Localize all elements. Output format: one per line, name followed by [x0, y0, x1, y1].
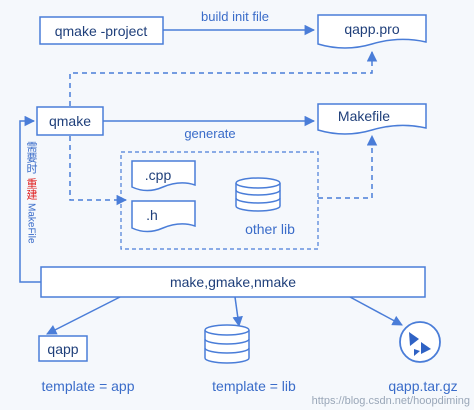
- node-makefile: [317, 103, 427, 135]
- node-other-lib-database-icon: [235, 177, 281, 212]
- edge-sources-to-makefile: [318, 134, 378, 199]
- edge-make-to-app: [46, 296, 121, 335]
- edge-qmake-to-sources: [69, 136, 128, 206]
- node-qmake-project: [39, 16, 164, 45]
- node-qmake: [36, 106, 104, 136]
- edge-qmake-to-pro: [69, 50, 378, 106]
- node-cpp: [131, 160, 196, 192]
- node-qapp-pro-label: qapp.pro: [344, 21, 399, 37]
- edge-label-build-init-file: build init file: [201, 9, 269, 24]
- node-make: [40, 266, 426, 298]
- sources-group: [120, 151, 319, 250]
- edge-label-rebuild-prefix: 需要时: [25, 141, 38, 174]
- edge-rebuild-makefile: [19, 115, 41, 283]
- node-qmake-project-label: qmake -project: [55, 23, 148, 39]
- edge-make-to-lib: [232, 296, 243, 328]
- edge-label-generate: generate: [184, 126, 235, 141]
- output-lib-database-icon: [204, 324, 250, 364]
- edge-make-to-tar: [349, 296, 403, 326]
- node-qapp-pro: [317, 14, 427, 49]
- node-qmake-label: qmake: [49, 113, 91, 129]
- output-label-app: template = app: [41, 378, 134, 394]
- node-make-label: make,gmake,nmake: [170, 274, 296, 290]
- watermark: https://blog.csdn.net/hoopdiming: [312, 395, 470, 407]
- node-other-lib-label: other lib: [245, 221, 295, 237]
- edge-label-rebuild-red: 重建: [25, 177, 38, 201]
- output-label-lib: template = lib: [212, 378, 296, 394]
- node-qapp: [38, 335, 88, 362]
- edge-label-rebuild-suffix: MakeFile: [26, 203, 37, 244]
- node-h: [131, 200, 196, 233]
- node-cpp-label: .cpp: [145, 167, 172, 183]
- output-label-tar: qapp.tar.gz: [388, 378, 457, 394]
- node-qapp-label: qapp: [47, 341, 78, 357]
- output-archive-icon: [399, 321, 441, 363]
- node-h-label: .h: [146, 207, 158, 223]
- node-makefile-label: Makefile: [338, 108, 390, 124]
